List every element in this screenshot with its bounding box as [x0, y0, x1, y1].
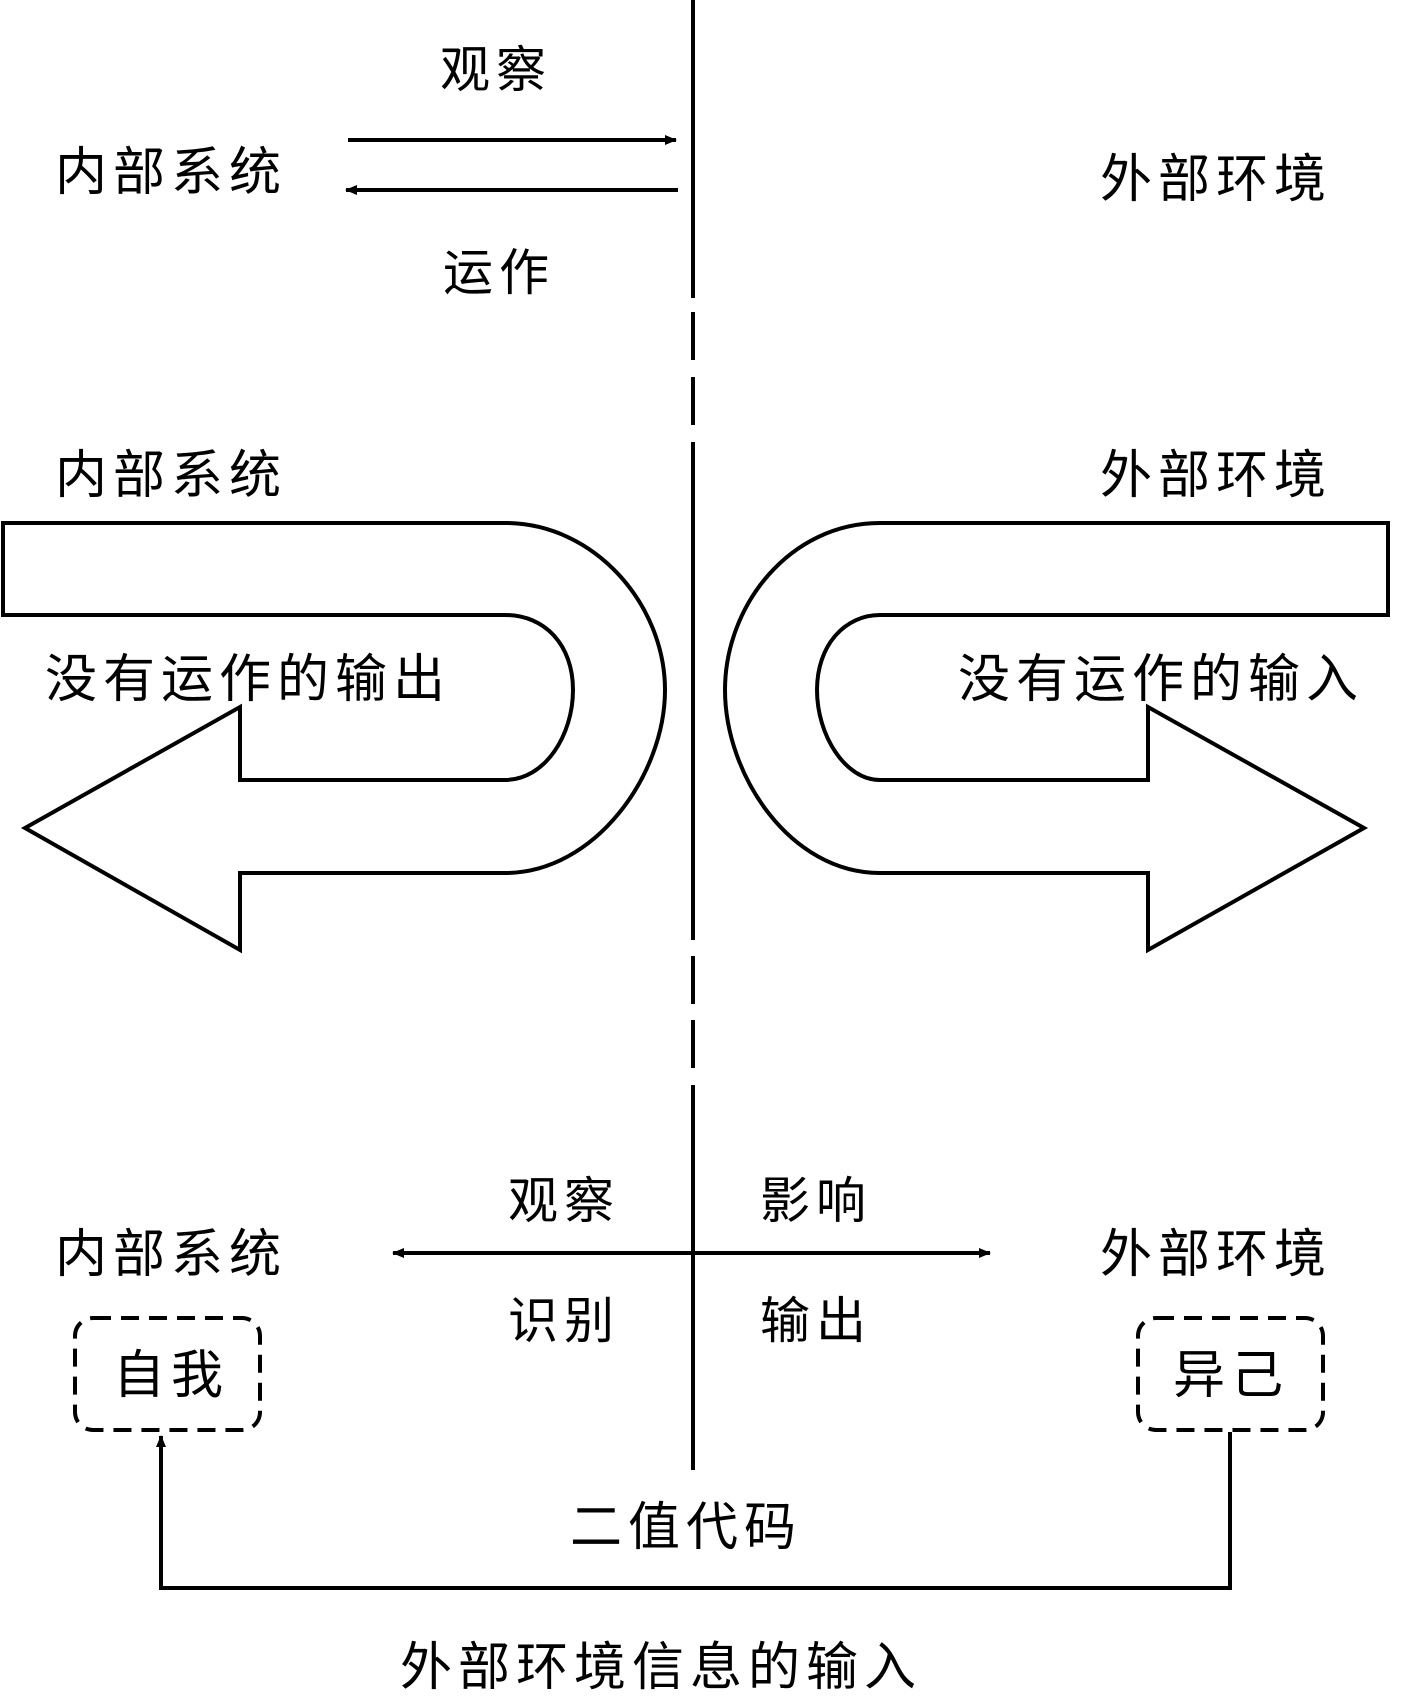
left-u-turn-arrow: [1, 521, 668, 954]
section1-observe-label: 观察: [440, 41, 552, 99]
section-3: 内部系统 外部环境 观察 识别 影响 输出 自我 异己 二值代码 外部环境信息的…: [55, 1172, 1332, 1698]
section3-observe-label: 观察: [508, 1172, 620, 1230]
input-without-operation-label: 没有运作的输入: [958, 650, 1364, 710]
env-info-feedback-arrow: [156, 1432, 1232, 1590]
section2-outer-env-label: 外部环境: [1100, 446, 1332, 506]
section3-identify-label: 识别: [508, 1292, 620, 1350]
section1-operate-label: 运作: [443, 244, 555, 302]
section1-outer-env-label: 外部环境: [1100, 150, 1332, 210]
section3-inner-system-label: 内部系统: [55, 1225, 287, 1285]
section3-outer-env-label: 外部环境: [1100, 1225, 1332, 1285]
self-label: 自我: [113, 1346, 229, 1406]
other-label: 异己: [1173, 1346, 1289, 1406]
binary-code-label: 二值代码: [570, 1498, 802, 1558]
right-u-turn-arrow: [722, 521, 1390, 954]
section2-inner-system-label: 内部系统: [55, 446, 287, 506]
section-2: 内部系统 外部环境 没有运作的输出 没有运作的输入: [1, 446, 1390, 954]
section1-inner-system-label: 内部系统: [55, 143, 287, 203]
section3-output-label: 输出: [760, 1292, 872, 1350]
env-info-input-label: 外部环境信息的输入: [400, 1638, 922, 1698]
output-without-operation-label: 没有运作的输出: [45, 650, 451, 710]
section3-influence-label: 影响: [760, 1172, 872, 1230]
section-1: 内部系统 外部环境 观察 运作: [55, 41, 1332, 302]
